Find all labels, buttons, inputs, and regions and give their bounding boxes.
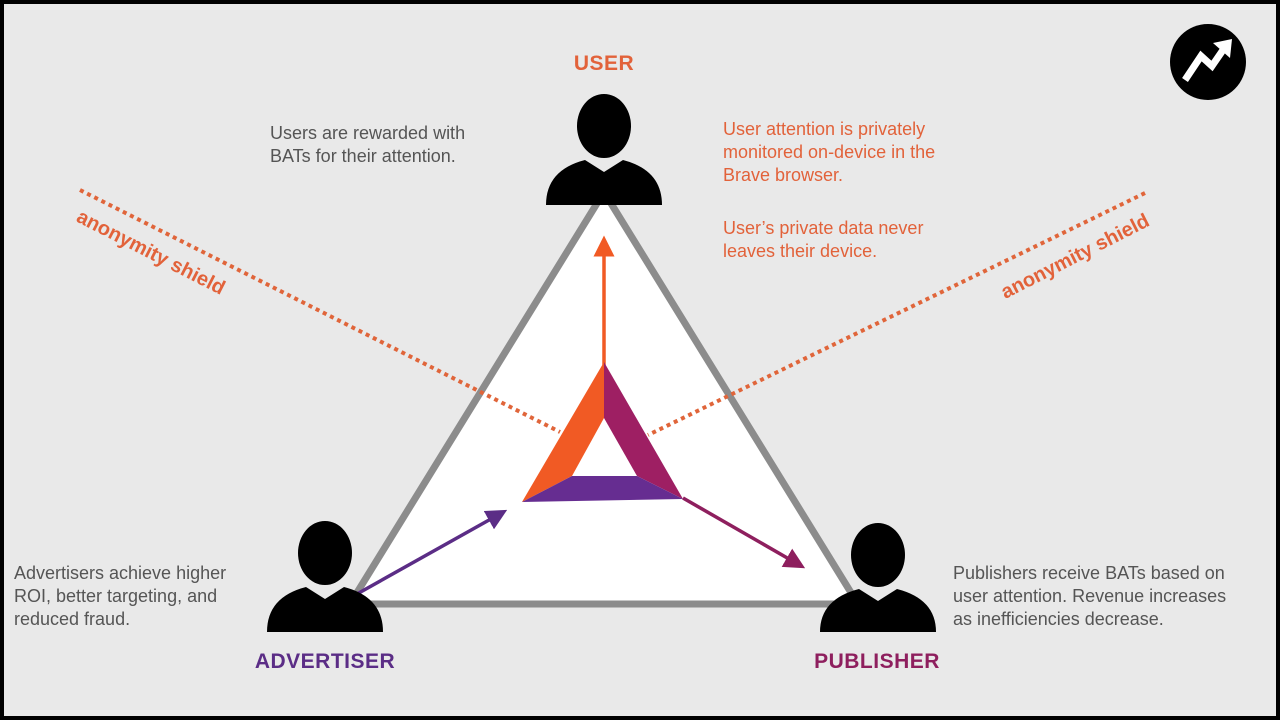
shield-label-right: anonymity shield — [997, 210, 1153, 304]
note-line: Advertisers achieve higher — [14, 563, 227, 583]
note-line: as inefficiencies decrease. — [953, 609, 1164, 629]
note-line: Publishers receive BATs based on — [953, 563, 1225, 583]
bat-logo — [522, 362, 683, 502]
arrow-to-publisher — [682, 496, 806, 569]
user-privacy-note: User’s private data never leaves their d… — [723, 217, 923, 263]
arrow-from-advertiser — [356, 509, 508, 596]
note-line: leaves their device. — [723, 241, 878, 261]
note-line: Brave browser. — [723, 165, 844, 185]
advertiser-note: Advertisers achieve higher ROI, better t… — [14, 562, 226, 631]
user-silhouette-icon — [546, 94, 662, 205]
note-line: monitored on-device in the — [723, 142, 936, 162]
note-line: BATs for their attention. — [270, 146, 456, 166]
user-reward-note: Users are rewarded with BATs for their a… — [270, 122, 465, 168]
note-line: ROI, better targeting, and — [14, 586, 218, 606]
publisher-note: Publishers receive BATs based on user at… — [953, 562, 1226, 631]
advertiser-silhouette-icon — [267, 521, 383, 632]
user-label: USER — [573, 52, 635, 75]
bat-diagram: anonymity shield anonymity shield USER A… — [4, 4, 1276, 716]
diagram-graphics: anonymity shield anonymity shield — [73, 24, 1246, 632]
trending-up-arrow-icon — [1170, 24, 1246, 100]
shield-line-left — [79, 188, 561, 434]
note-line: reduced fraud. — [14, 609, 131, 629]
publisher-label: PUBLISHER — [814, 650, 940, 673]
publisher-silhouette-icon — [820, 523, 936, 632]
note-line: user attention. Revenue increases — [953, 586, 1227, 606]
advertiser-label: ADVERTISER — [254, 650, 396, 673]
note-line: Users are rewarded with — [270, 123, 466, 143]
user-attention-note: User attention is privately monitored on… — [723, 118, 935, 187]
note-line: User attention is privately — [723, 119, 926, 139]
note-line: User’s private data never — [723, 218, 924, 238]
